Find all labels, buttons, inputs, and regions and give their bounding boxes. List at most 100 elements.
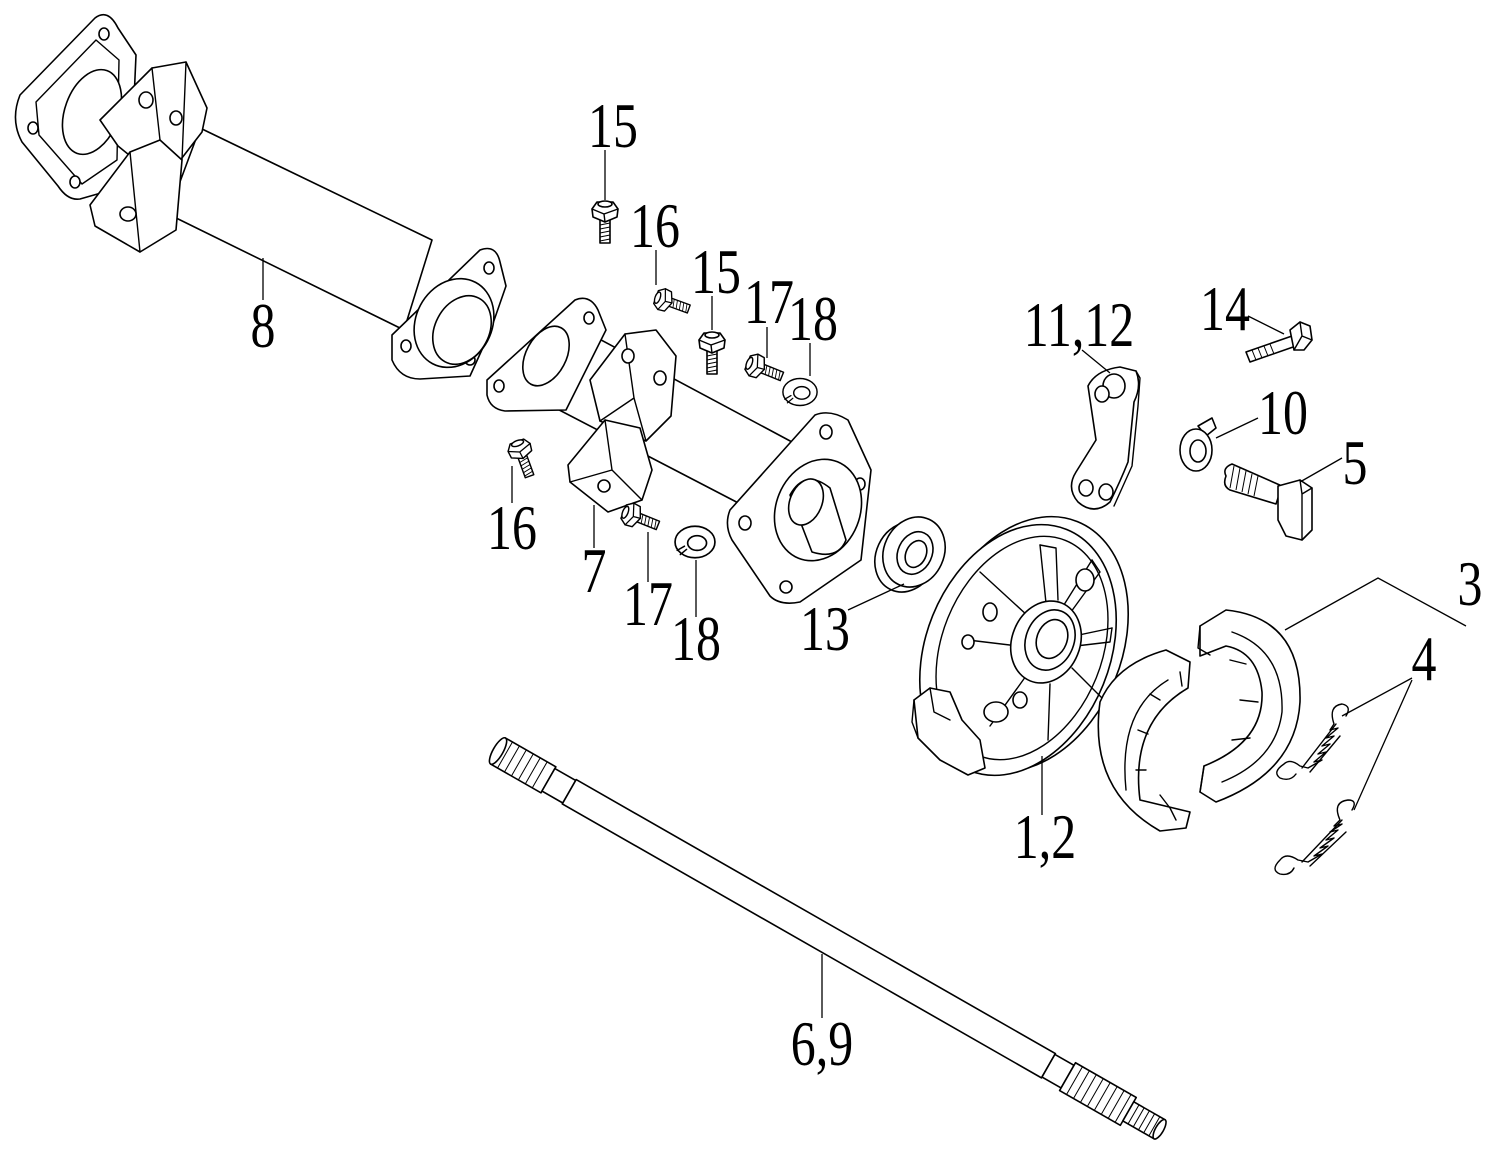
callout-13: 13	[800, 594, 850, 664]
part-1-2-stud-4	[1012, 691, 1028, 709]
part-17-bolt-upper	[741, 350, 787, 389]
callout-18-lower: 18	[671, 604, 721, 674]
part-15-bolt-lower	[698, 331, 726, 375]
part-7-left-hole-1	[493, 379, 505, 393]
callout-10: 10	[1258, 378, 1308, 448]
part-11-12-arm-boss	[1094, 385, 1110, 403]
part-8-lower-bracket	[89, 139, 183, 253]
part-3-brake-shoes	[1097, 609, 1301, 832]
leader-5	[1299, 457, 1343, 483]
part-6-9-spline-right	[1058, 1061, 1138, 1127]
callout-15-lower: 15	[691, 237, 741, 307]
part-1-2-cam-housing-edge	[911, 687, 951, 739]
part-7-bracket-hole-1	[621, 348, 635, 364]
part-1-2-stud-3	[961, 634, 975, 650]
leader-13	[847, 583, 905, 611]
part-11-12-brake-arm	[1070, 366, 1141, 510]
part-7-right-hole-1	[738, 515, 752, 531]
part-7-lower-bracket-edge	[569, 419, 643, 501]
part-10-washer-hole	[1189, 439, 1207, 463]
part-15-bolt-upper	[591, 200, 619, 244]
callout-11-12: 11,12	[1024, 290, 1134, 360]
part-6-9-shaft-end-right	[1152, 1118, 1167, 1140]
part-4-spring-lower-coil-edge	[1301, 819, 1347, 867]
part-18-washer-upper	[782, 377, 818, 407]
part-6-9-drive-shaft	[488, 736, 1167, 1140]
callout-17-upper: 17	[744, 267, 794, 337]
part-11-12-arm-hole-1	[1078, 479, 1094, 497]
part-6-9-thread-end-teeth	[1127, 1104, 1161, 1137]
part-14-bolt-head-face	[1293, 321, 1313, 351]
leader-lines	[262, 150, 1467, 1018]
part-7-left-hole-2	[583, 311, 595, 325]
part-8-bracket-hole-3	[119, 206, 137, 222]
part-5-cam-head-face	[1299, 479, 1313, 541]
part-1-2-stud-2	[982, 602, 998, 622]
part-13-bearing	[874, 516, 946, 593]
part-8-right-hole-2	[483, 261, 495, 275]
leader-10	[1215, 417, 1259, 439]
callout-6-9: 6,9	[791, 1009, 853, 1079]
part-6-9-spline-right-teeth	[1066, 1066, 1132, 1123]
part-8-left-hole-3	[98, 27, 110, 41]
part-18-washer-lower	[674, 525, 716, 559]
part-4-spring-lower	[1274, 799, 1355, 876]
callout-3: 3	[1458, 549, 1483, 619]
callout-7: 7	[582, 536, 607, 606]
callout-17-lower: 17	[623, 569, 673, 639]
part-8-left-hole-1	[27, 121, 39, 135]
part-7-axle-housing	[486, 297, 872, 604]
part-14-bolt-shank	[1245, 335, 1297, 363]
part-1-2-cam-pin	[983, 701, 1009, 723]
part-10-washer	[1179, 417, 1217, 472]
part-6-9-spline-left-teeth	[497, 741, 548, 789]
leader-3	[1284, 577, 1467, 631]
part-14-bolt	[1245, 321, 1313, 363]
part-16-bolt-upper	[650, 285, 694, 321]
part-7-right-hole-2	[819, 424, 833, 440]
part-11-12-arm-hole-2	[1098, 483, 1114, 501]
part-4-spring-upper-coil-edge	[1301, 723, 1341, 773]
part-8-axle-housing	[14, 13, 507, 380]
part-8-left-hole-2	[69, 175, 81, 189]
part-14-bolt-thread	[1251, 343, 1275, 361]
part-5-cam-head	[1277, 479, 1313, 541]
callout-14: 14	[1200, 274, 1250, 344]
leader-14	[1247, 315, 1285, 335]
part-4-spring-upper	[1276, 703, 1349, 781]
part-8-right-bore	[431, 294, 493, 366]
part-1-2-cam-housing	[913, 687, 986, 776]
callout-18-upper: 18	[788, 284, 838, 354]
part-7-right-hole-4	[779, 580, 793, 594]
part-7-bracket-hole-3	[597, 479, 611, 493]
part-3-brake-shoe-right	[1199, 609, 1301, 803]
part-1-2-hub-bore	[1035, 618, 1069, 660]
part-11-12-arm-body	[1070, 366, 1140, 510]
callout-labels: 15 16 15 17 18 8 11,12 14 10 5 16 7 17 1…	[251, 91, 1483, 1079]
part-8-left-flange-face	[35, 39, 120, 185]
callout-15-upper: 15	[588, 91, 638, 161]
part-3-brake-shoe-left-lining	[1124, 679, 1169, 791]
callout-1-2: 1,2	[1014, 802, 1076, 872]
part-7-bore	[787, 478, 825, 526]
part-1-2-brake-panel	[911, 515, 1130, 777]
part-5-cam-spline	[1229, 465, 1259, 497]
callout-4: 4	[1412, 624, 1437, 694]
part-3-brake-shoe-right-lining	[1221, 631, 1283, 783]
part-8-bracket-hole-1	[138, 91, 154, 109]
part-1-2-panel-ribs-2	[1039, 544, 1113, 647]
callout-16-lower: 16	[487, 493, 537, 563]
part-8-bracket-hole-2	[169, 110, 183, 126]
part-13-bearing-bore	[904, 539, 928, 569]
part-5-brake-cam	[1223, 463, 1313, 541]
part-3-brake-shoe-left	[1097, 649, 1191, 832]
part-16-bolt-lower	[504, 435, 542, 481]
part-4-springs	[1274, 703, 1355, 876]
part-1-2-stud-1	[1075, 568, 1095, 592]
part-8-tube	[167, 127, 433, 331]
part-8-bracket-edge	[129, 61, 187, 253]
part-11-12-arm-edge	[1113, 370, 1141, 507]
part-6-9-shaft-end-left	[488, 736, 508, 766]
leader-4	[1341, 677, 1413, 811]
